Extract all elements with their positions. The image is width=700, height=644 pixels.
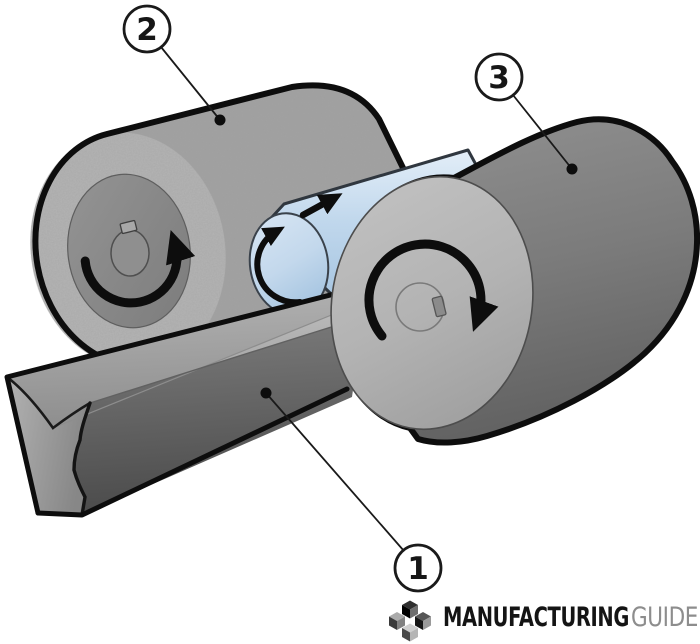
grinding-wheel-outline <box>32 82 409 370</box>
rotation-arrow-workpiece <box>254 226 303 306</box>
logo-text-bold: MANUFACTURING <box>443 602 629 633</box>
blade-end-dip-outline <box>5 375 92 430</box>
regulating-wheel-keyway <box>431 295 447 318</box>
callout-number-2: 2 <box>136 12 158 48</box>
blade-side-face <box>74 317 363 515</box>
callout-line-2 <box>160 46 221 121</box>
work-rest-blade <box>4 285 364 518</box>
manufacturingguide-logo: MANUFACTURING GUIDE <box>389 600 699 642</box>
blade-top-surface <box>7 288 361 428</box>
rotation-arrow-regulating-wheel <box>364 239 499 341</box>
callouts: 2 3 1 <box>122 4 578 593</box>
rotation-arrow-grinding-wheel <box>80 229 196 308</box>
callout-1: 1 <box>260 387 443 593</box>
blade-outline-top <box>4 285 361 516</box>
logo-text-light: GUIDE <box>631 602 698 633</box>
callout-line-1 <box>265 392 405 552</box>
grinding-wheel-hub <box>110 229 150 277</box>
regulating-wheel-face <box>330 175 534 431</box>
regulating-wheel <box>330 116 700 446</box>
blade-ridge-line <box>89 316 364 404</box>
callout-dot-3 <box>566 163 578 175</box>
callout-number-1: 1 <box>407 551 429 587</box>
callout-circle-1 <box>393 543 443 593</box>
callout-3: 3 <box>474 52 578 175</box>
callout-2: 2 <box>122 4 226 126</box>
callout-circle-2 <box>122 4 172 54</box>
logo-cube-icon <box>389 600 431 642</box>
blade-end-face <box>7 377 90 515</box>
grinding-wheel-keyway <box>119 219 138 235</box>
feed-direction-arrow <box>299 193 343 219</box>
callout-dot-2 <box>214 114 226 126</box>
callout-number-3: 3 <box>488 60 510 96</box>
callout-line-3 <box>512 94 573 170</box>
blade-outline-bottom <box>35 386 350 518</box>
callout-dot-1 <box>260 387 272 399</box>
callout-circle-3 <box>474 52 524 102</box>
blade-waist-outline <box>72 401 92 517</box>
